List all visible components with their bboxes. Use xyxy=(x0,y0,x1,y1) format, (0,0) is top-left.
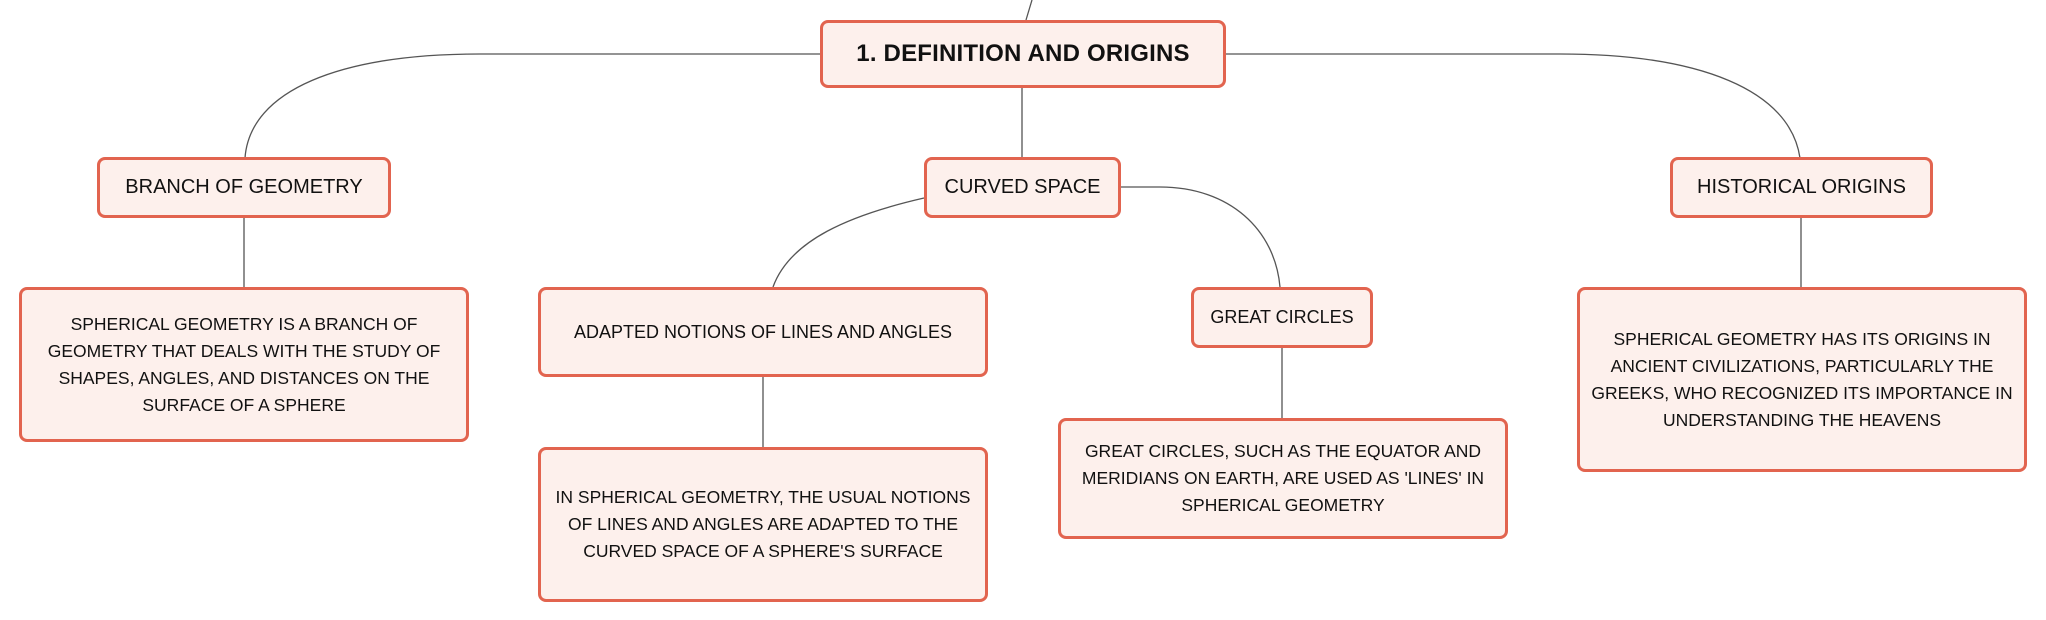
curved-space-node[interactable]: CURVED SPACE xyxy=(924,157,1121,218)
adapted-notions-node[interactable]: ADAPTED NOTIONS OF LINES AND ANGLES xyxy=(538,287,988,377)
connector-parent-to-root xyxy=(1025,0,1033,21)
historical-origins-node[interactable]: HISTORICAL ORIGINS xyxy=(1670,157,1933,218)
branch-of-geometry-detail-node[interactable]: SPHERICAL GEOMETRY IS A BRANCH OF GEOMET… xyxy=(19,287,469,442)
historical-origins-detail-node[interactable]: SPHERICAL GEOMETRY HAS ITS ORIGINS IN AN… xyxy=(1577,287,2027,472)
connector-curved-space-to-great-circles xyxy=(1121,186,1281,288)
connector-root-to-historical-origins xyxy=(1226,53,1801,159)
branch-of-geometry-node[interactable]: BRANCH OF GEOMETRY xyxy=(97,157,391,218)
great-circles-node[interactable]: GREAT CIRCLES xyxy=(1191,287,1373,348)
root-node[interactable]: 1. DEFINITION AND ORIGINS xyxy=(820,20,1226,88)
connector-root-to-branch-of-geometry xyxy=(244,53,822,159)
great-circles-detail-node[interactable]: GREAT CIRCLES, SUCH AS THE EQUATOR AND M… xyxy=(1058,418,1508,539)
adapted-notions-detail-node[interactable]: IN SPHERICAL GEOMETRY, THE USUAL NOTIONS… xyxy=(538,447,988,602)
connector-curved-space-to-adapted-notions xyxy=(772,197,925,288)
